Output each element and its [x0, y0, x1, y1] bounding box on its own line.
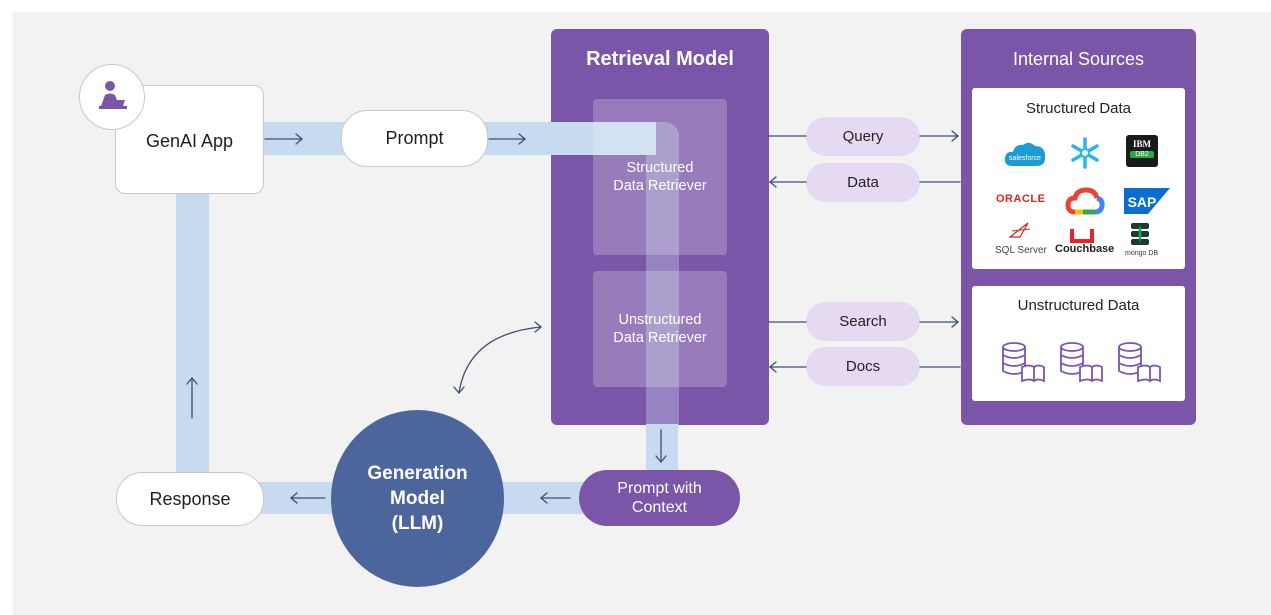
- database-docs-icon: [1118, 342, 1161, 383]
- sap-logo: SAP: [1124, 188, 1170, 214]
- unstructured-data-title: Unstructured Data: [1017, 297, 1140, 314]
- svg-text:SAP: SAP: [1128, 194, 1157, 210]
- internal-sources-title: Internal Sources: [1012, 49, 1145, 69]
- structured-data-retriever: Structured Data Retriever: [593, 99, 727, 255]
- couchbase-label: Couchbase: [1055, 243, 1115, 255]
- genai-app-label: GenAI App: [145, 131, 234, 151]
- sql-server-label: SQL Server: [995, 245, 1047, 256]
- salesforce-cloud-icon: salesforce: [1004, 142, 1046, 166]
- retrieval-model-title: Retrieval Model: [586, 48, 734, 70]
- oracle-logo: ORACLE: [996, 193, 1046, 205]
- db2-label: DB2: [1130, 151, 1154, 158]
- mongodb-icon: [1131, 223, 1149, 245]
- docs-pill: Docs: [806, 347, 920, 386]
- svg-text:salesforce: salesforce: [1009, 155, 1041, 162]
- ibm-db2-icon: IBM DB2: [1126, 135, 1158, 167]
- ibm-label: IBM: [1133, 139, 1151, 149]
- unstructured-data-card: Unstructured Data: [972, 286, 1185, 401]
- sql-server-icon: [1008, 222, 1031, 238]
- prompt-node[interactable]: Prompt: [341, 110, 488, 167]
- snowflake-icon: [1071, 137, 1099, 169]
- google-cloud-icon: [1065, 187, 1105, 215]
- user-laptop-icon: [99, 81, 127, 109]
- data-pill: Data: [806, 163, 920, 202]
- user-avatar: [79, 64, 145, 130]
- couchbase-icon: [1070, 229, 1094, 243]
- mongodb-label: mongo DB: [1125, 250, 1159, 257]
- database-docs-icon: [1002, 342, 1045, 383]
- retrieval-model-panel: Retrieval Model: [551, 29, 769, 425]
- query-pill: Query: [806, 117, 920, 156]
- unstructured-data-retriever: Unstructured Data Retriever: [593, 271, 727, 387]
- flow-band-overlay: [551, 122, 679, 425]
- search-pill: Search: [806, 302, 920, 341]
- database-docs-icon: [1060, 342, 1103, 383]
- structured-data-title: Structured Data: [1025, 100, 1132, 117]
- prompt-with-context-node[interactable]: Prompt with Context: [579, 470, 740, 526]
- generation-model-circle[interactable]: Generation Model (LLM): [331, 410, 504, 587]
- response-node[interactable]: Response: [116, 472, 264, 526]
- structured-data-card: Structured Data salesforce IBM DB2 ORACL…: [972, 88, 1185, 269]
